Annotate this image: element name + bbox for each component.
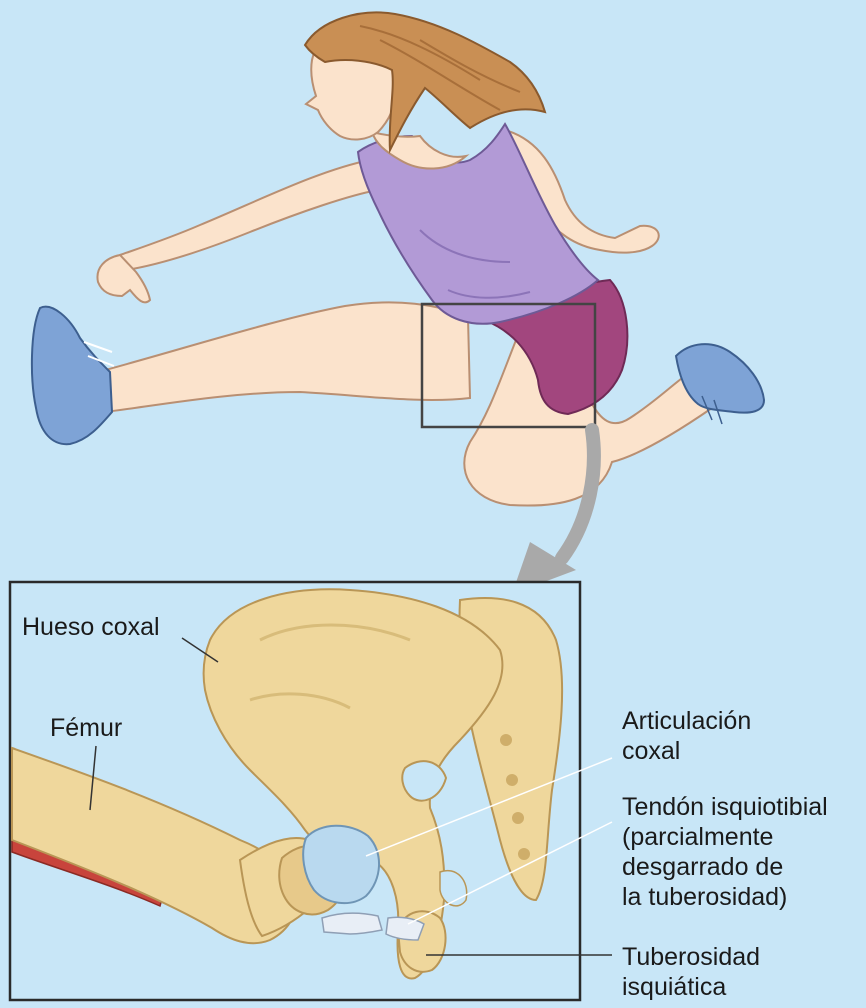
label-tuberosidad-isquiatica: Tuberosidad isquiática (622, 942, 760, 1002)
label-tendon-line-2: (parcialmente (622, 822, 828, 852)
label-tendon-line-4: la tuberosidad) (622, 882, 828, 912)
label-tendon-isquiotibial: Tendón isquiotibial (parcialmente desgar… (622, 792, 828, 912)
torn-tendon-detached (386, 917, 424, 940)
label-tuberosidad-line-1: Tuberosidad (622, 942, 760, 972)
hip-joint-cartilage (303, 826, 379, 903)
label-articulacion-line-1: Articulación (622, 706, 751, 736)
label-articulacion-line-2: coxal (622, 736, 751, 766)
label-hueso-coxal: Hueso coxal (22, 612, 160, 642)
torn-tendon (322, 913, 382, 934)
label-tendon-line-3: desgarrado de (622, 852, 828, 882)
label-femur: Fémur (50, 713, 122, 743)
detail-inset (10, 582, 612, 1000)
label-articulacion-coxal: Articulación coxal (622, 706, 751, 766)
label-tuberosidad-line-2: isquiática (622, 972, 760, 1002)
label-tendon-line-1: Tendón isquiotibial (622, 792, 828, 822)
